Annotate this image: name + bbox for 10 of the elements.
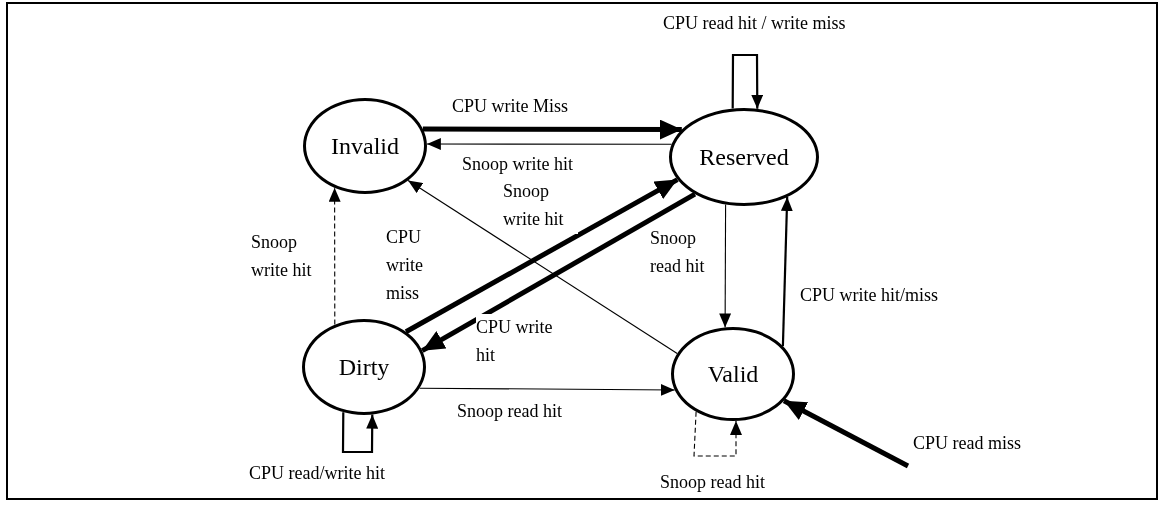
transition-arrow — [341, 412, 379, 454]
transition-arrow — [731, 53, 764, 109]
state-name: Reserved — [699, 143, 789, 171]
transition-arrow — [426, 138, 673, 150]
transition-arrow — [421, 191, 697, 353]
state-name: Valid — [707, 360, 759, 388]
transition-arrow — [782, 398, 910, 469]
state-name: Dirty — [338, 353, 390, 381]
transition-arrow — [419, 383, 676, 396]
state-name: Invalid — [331, 132, 399, 160]
